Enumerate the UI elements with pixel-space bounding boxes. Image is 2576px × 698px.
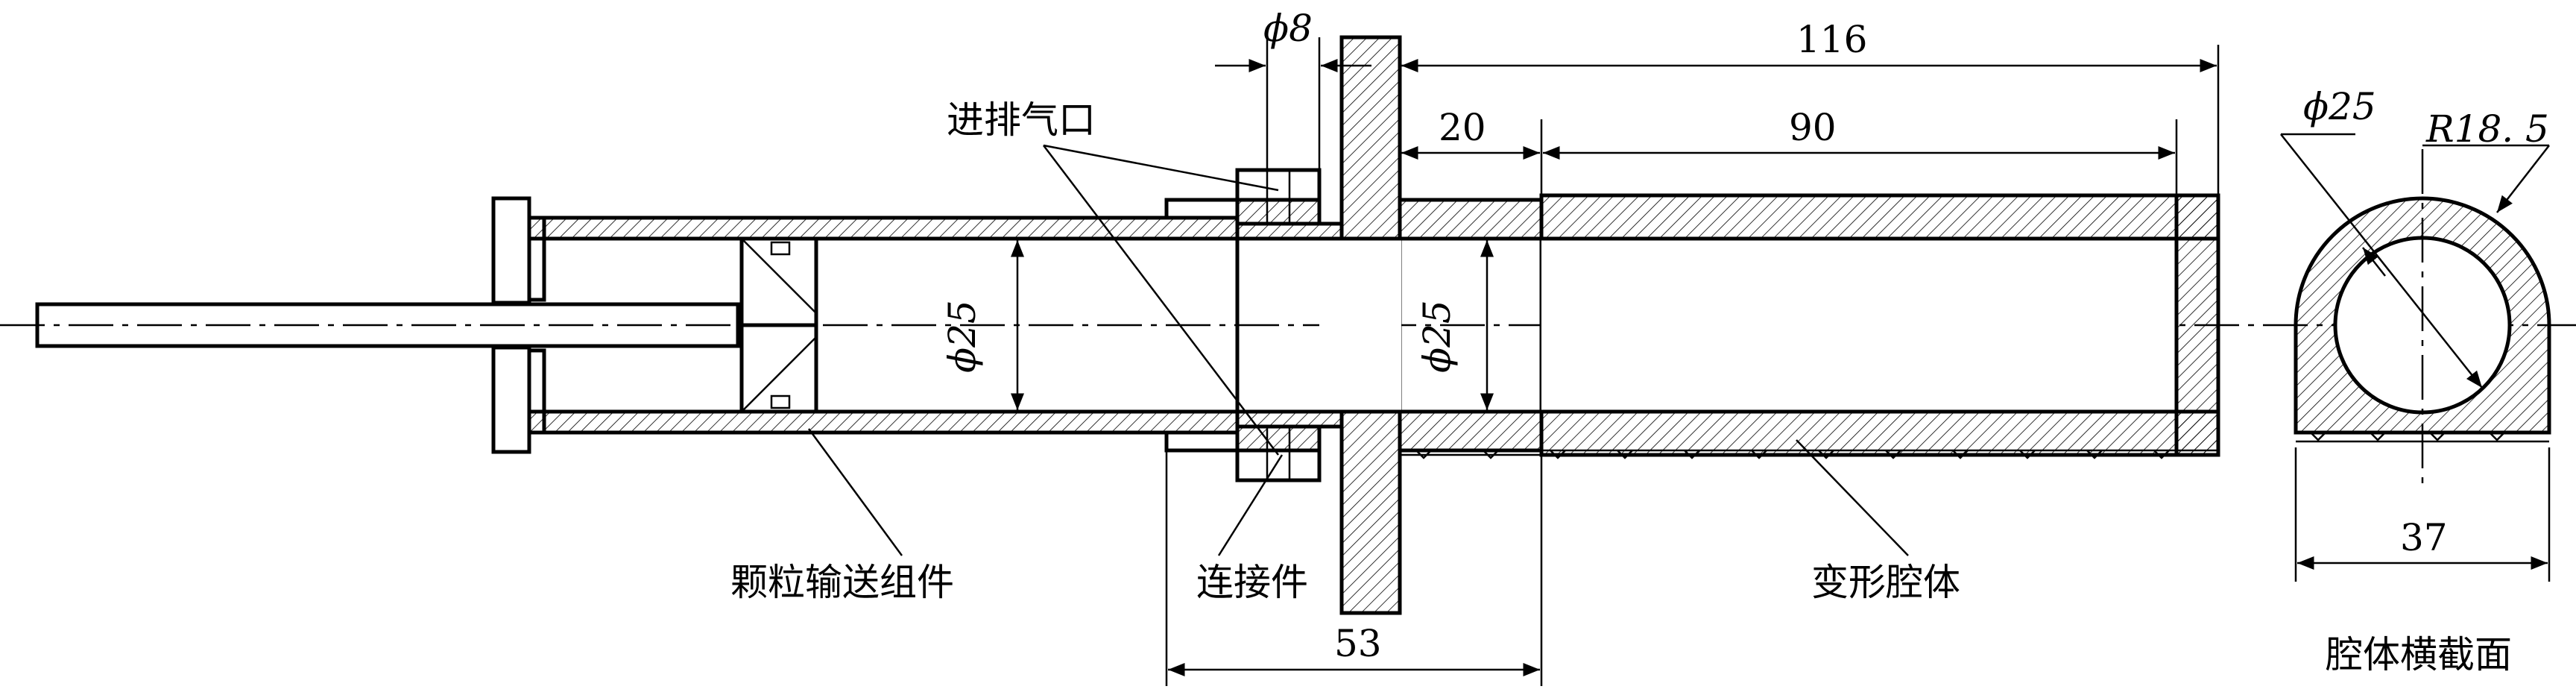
dimension-lines [807, 37, 2220, 686]
dim-phi8: ϕ8 [1263, 7, 1313, 50]
deformable-cavity [1400, 193, 2220, 459]
dim-37: 37 [2400, 516, 2448, 559]
dim-phi25-mid: ϕ25 [1415, 300, 1459, 373]
label-particle-conveying: 颗粒输送组件 [730, 561, 954, 604]
dim-20: 20 [1439, 106, 1486, 149]
label-vent-port: 进排气口 [947, 98, 1096, 142]
dim-phi25-section: ϕ25 [2303, 85, 2376, 128]
label-deform-cavity: 变形腔体 [1811, 561, 1960, 604]
dim-116: 116 [1796, 18, 1867, 61]
dim-phi25-left: ϕ25 [941, 300, 984, 373]
connector-part [1164, 35, 1544, 615]
label-connector: 连接件 [1196, 561, 1308, 604]
dim-r18-5: R18. 5 [2425, 107, 2549, 151]
cavity-cross-section [2280, 133, 2551, 582]
piston-rod [35, 302, 740, 348]
dim-90: 90 [1789, 106, 1837, 149]
label-cross-section: 腔体横截面 [2326, 633, 2512, 676]
dim-53: 53 [1334, 622, 1382, 665]
